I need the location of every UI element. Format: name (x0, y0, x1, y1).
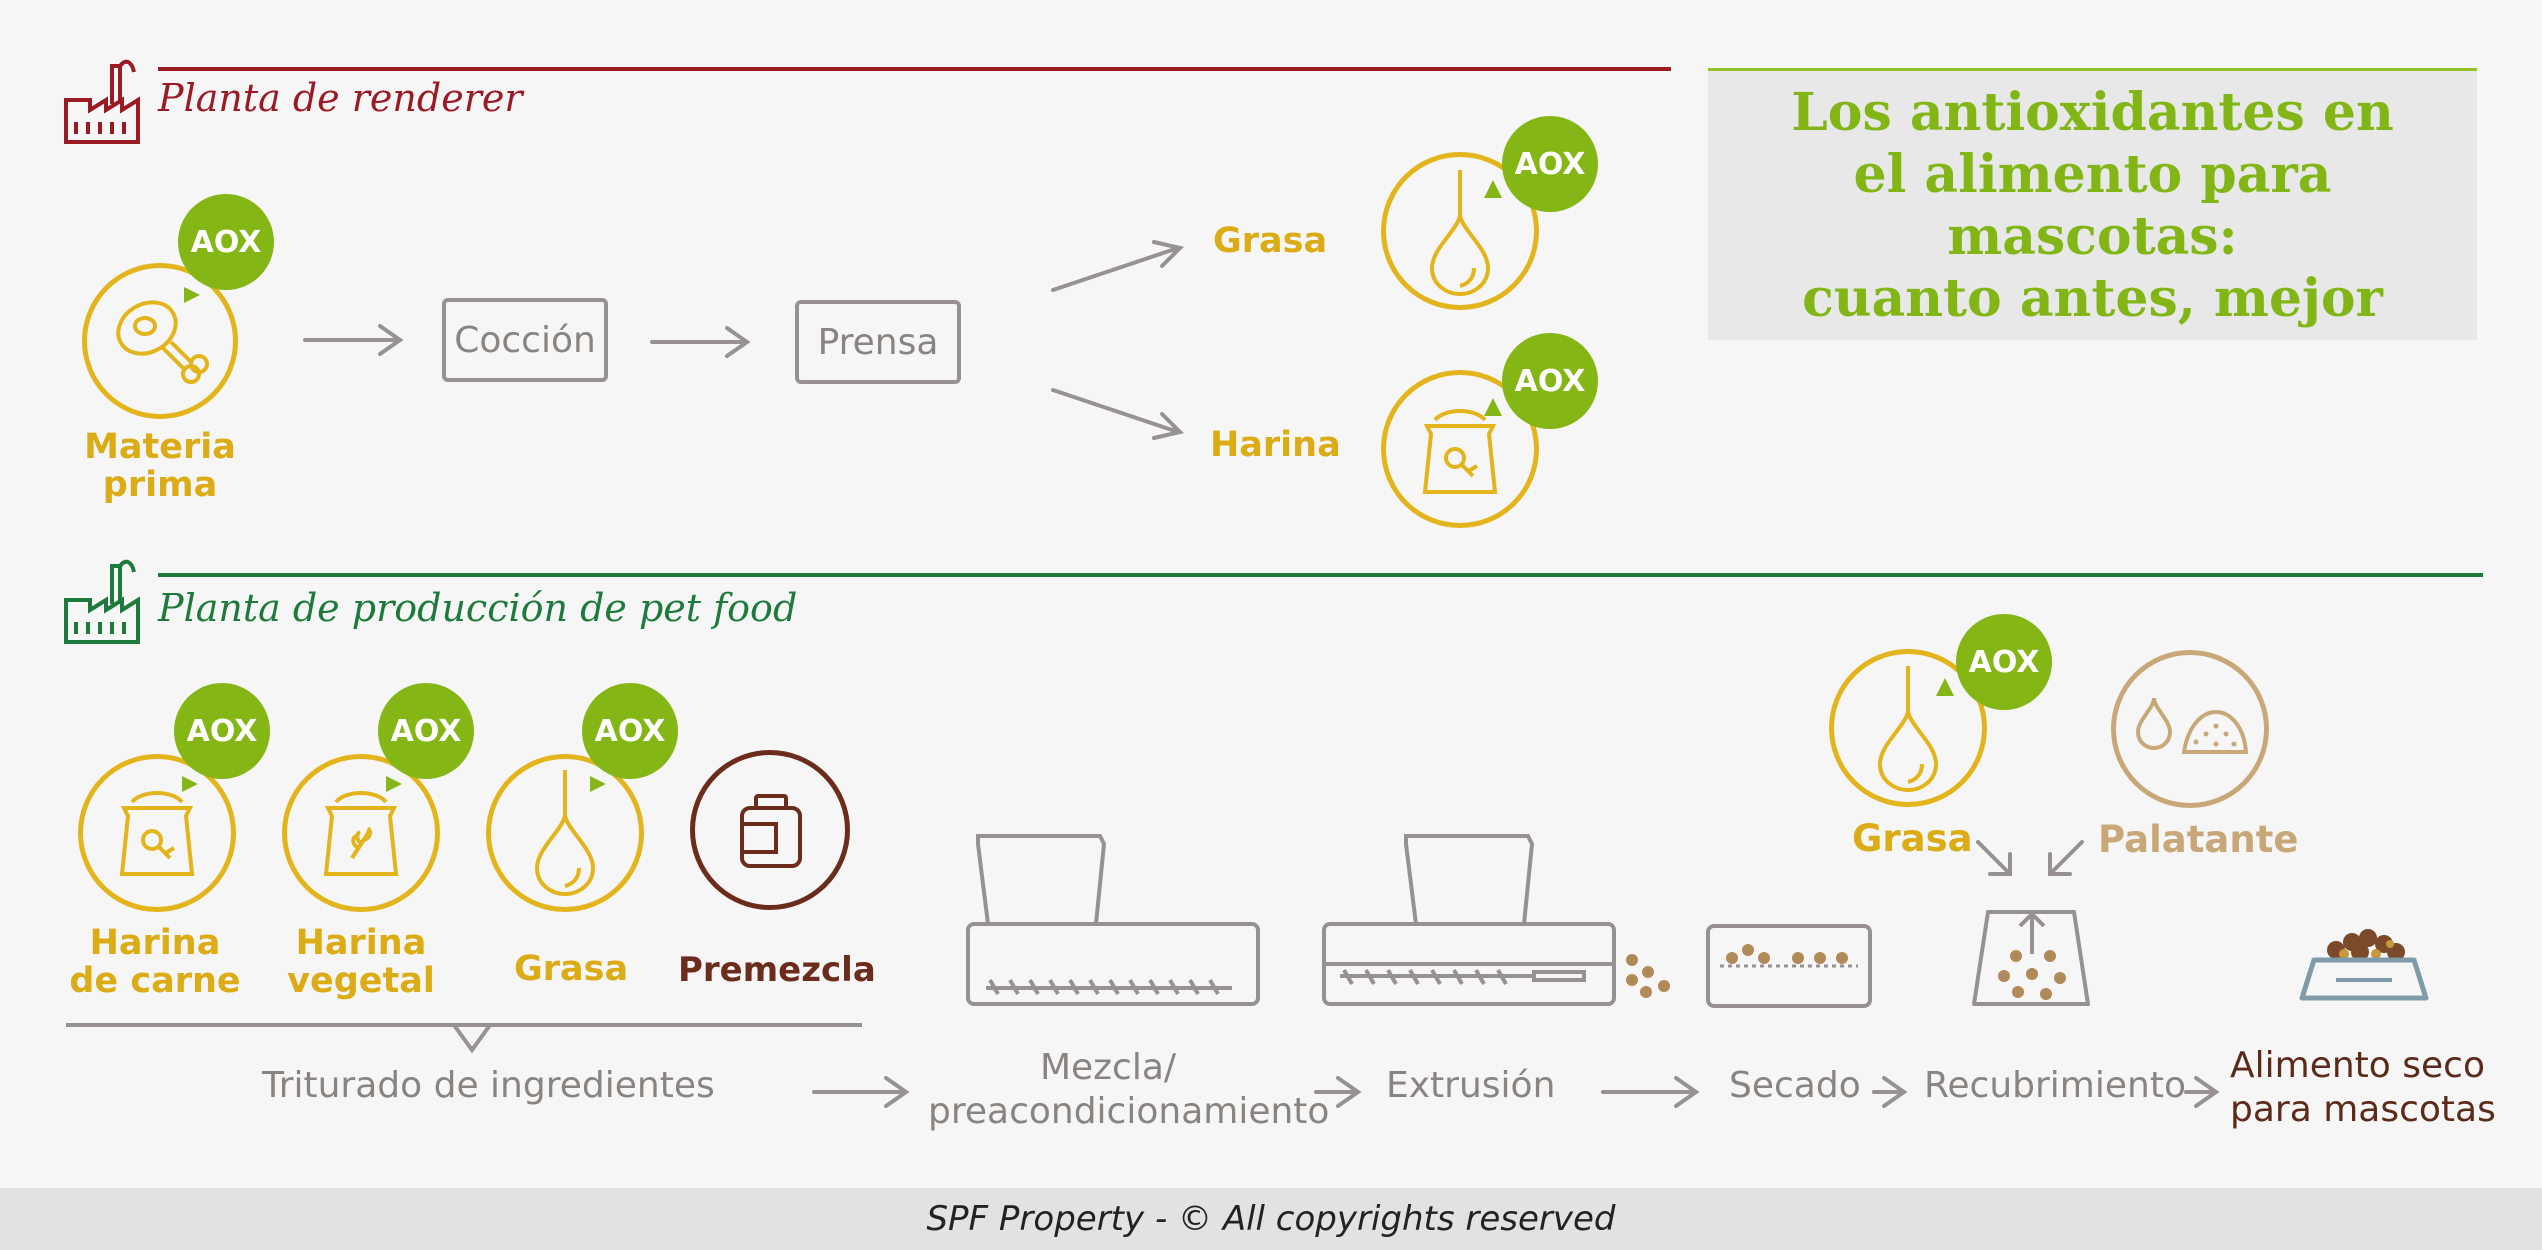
premix-circle (690, 750, 850, 910)
step-drying: Secado (1729, 1065, 1861, 1106)
raw-material-label: Materia prima (70, 428, 250, 504)
meal-circle-renderer (1381, 370, 1539, 528)
raw-material-circle (82, 263, 238, 419)
triangle-marker-icon (1936, 678, 1954, 696)
vegetable-meal-circle (282, 754, 440, 912)
aox-badge: AOX (1502, 333, 1598, 429)
step-mixing: Mezcla/ preacondicionamiento (928, 1046, 1330, 1134)
vegetable-meal-line-1: Harina (295, 923, 427, 963)
output-harina-label: Harina (1210, 425, 1341, 465)
meal-sack-icon (1422, 409, 1498, 494)
pet-bowl-icon (2299, 929, 2429, 1001)
fat-circle-renderer (1381, 152, 1539, 310)
meat-icon (116, 300, 209, 384)
divider-renderer (158, 67, 1671, 71)
coating-drum-icon (1972, 910, 2090, 1006)
aox-badge: AOX (178, 194, 274, 290)
extruder-machine-icon (1322, 834, 1616, 1006)
aox-badge: AOX (174, 683, 270, 779)
step-coccion: Cocción (442, 298, 608, 382)
section-title-renderer: Planta de renderer (158, 76, 523, 120)
premix-jar-icon (740, 794, 802, 868)
headline: Los antioxidantes en el alimento para ma… (1708, 82, 2477, 330)
play-marker-icon (590, 776, 606, 792)
headline-line-2: el alimento para mascotas: (1853, 143, 2332, 267)
section-title-petfood: Planta de producción de pet food (158, 586, 798, 630)
aox-badge: AOX (582, 683, 678, 779)
copyright-text: SPF Property - © All copyrights reserved (926, 1199, 1616, 1239)
play-marker-icon (184, 287, 200, 303)
step-prensa: Prensa (795, 300, 961, 384)
aox-badge: AOX (1502, 116, 1598, 212)
raw-material-line-2: prima (102, 465, 218, 505)
meat-meal-line-1: Harina (89, 923, 221, 963)
step-extrusion: Extrusión (1386, 1065, 1556, 1106)
premix-label: Premezcla (678, 950, 876, 990)
output-grasa-label: Grasa (1213, 221, 1328, 261)
step-mixing-line-2: preacondicionamiento (928, 1091, 1330, 1132)
aox-badge: AOX (378, 683, 474, 779)
vegetable-meal-label: Harina vegetal (266, 924, 456, 1000)
kibble-pellets-icon (1626, 954, 1670, 998)
oil-drop-icon (1877, 666, 1939, 793)
fat-circle-petfood (486, 754, 644, 912)
step-grinding: Triturado de ingredientes (262, 1065, 715, 1106)
raw-material-line-1: Materia (84, 427, 236, 467)
factory-icon-renderer (64, 59, 140, 144)
step-coating: Recubrimiento (1924, 1065, 2186, 1106)
vegetable-meal-line-2: vegetal (287, 961, 435, 1001)
palatant-icon (2135, 697, 2249, 754)
meal-sack-icon (119, 791, 195, 876)
meat-meal-circle (78, 754, 236, 912)
triangle-marker-icon (1484, 398, 1502, 416)
factory-icon-petfood (64, 559, 140, 644)
oil-drop-icon (1429, 170, 1491, 297)
headline-box: Los antioxidantes en el alimento para ma… (1708, 68, 2477, 340)
meat-meal-line-2: de carne (69, 961, 241, 1001)
palatant-label: Palatante (2098, 818, 2299, 861)
oil-drop-icon (534, 770, 596, 897)
dryer-machine-icon (1706, 924, 1872, 1008)
fat-label-petfood: Grasa (514, 949, 629, 989)
divider-petfood (158, 573, 2483, 577)
palatant-circle (2111, 650, 2269, 808)
footer: SPF Property - © All copyrights reserved (0, 1188, 2542, 1250)
headline-line-1: Los antioxidantes en (1791, 81, 2394, 143)
triangle-marker-icon (1484, 180, 1502, 198)
fat-circle-coating (1829, 649, 1987, 807)
fat-label-coating: Grasa (1852, 817, 1973, 860)
final-product-line-2: para mascotas (2230, 1089, 2496, 1130)
mixer-machine-icon (966, 834, 1260, 1006)
grain-sack-icon (323, 791, 399, 876)
meat-meal-label: Harina de carne (60, 924, 250, 1000)
aox-badge: AOX (1956, 614, 2052, 710)
play-marker-icon (386, 776, 402, 792)
final-product-label: Alimento seco para mascotas (2230, 1044, 2496, 1132)
step-mixing-line-1: Mezcla/ (1039, 1047, 1177, 1088)
headline-line-3: cuanto antes, mejor (1802, 267, 2383, 329)
play-marker-icon (182, 776, 198, 792)
final-product-line-1: Alimento seco (2230, 1045, 2485, 1086)
